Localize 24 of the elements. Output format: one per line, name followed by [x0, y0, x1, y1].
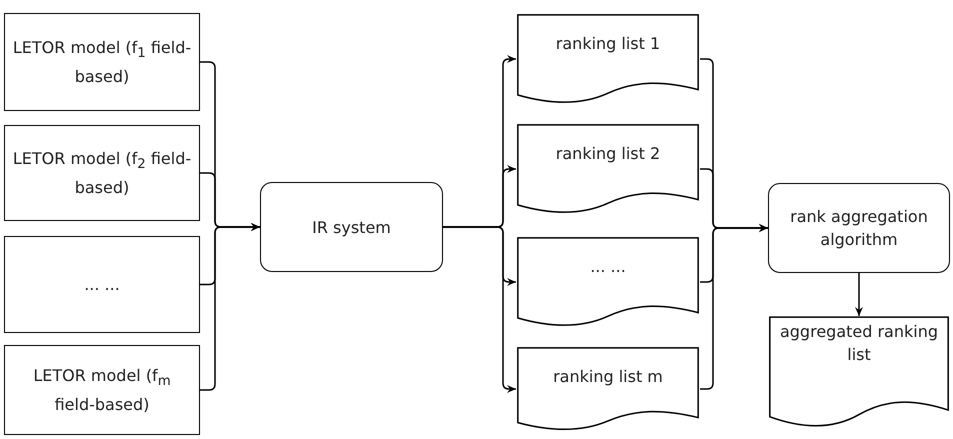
- node-text: rank aggregation algorithm: [789, 206, 929, 251]
- node-text: ... ...: [83, 274, 121, 296]
- document-shape: [516, 237, 700, 327]
- node-text: LETOR model (f$_{m}$ field-based): [32, 364, 172, 416]
- process-box: [4, 13, 200, 111]
- node-text: IR system: [311, 216, 392, 238]
- arrow: [443, 226, 516, 393]
- node-text: ... ...: [589, 256, 627, 278]
- node-text: ranking list m: [552, 366, 664, 388]
- process-box: [4, 236, 200, 333]
- document-shape: [516, 14, 700, 104]
- node-text: aggregated ranking list: [778, 321, 940, 366]
- document-shape: [516, 347, 700, 431]
- node-text: ranking list 2: [554, 143, 662, 165]
- node-text: LETOR model (f$_{1}$ field-based): [12, 36, 192, 88]
- rounded-process-box: [768, 183, 950, 273]
- arrow: [855, 273, 863, 316]
- process-box: [4, 345, 200, 435]
- document-shape: [516, 124, 700, 214]
- node-text: ranking list 1: [554, 33, 662, 55]
- document-shape: [768, 316, 950, 428]
- rounded-process-box: [260, 182, 443, 272]
- node-text: LETOR model (f$_{2}$ field-based): [12, 148, 192, 200]
- process-box: [4, 125, 200, 221]
